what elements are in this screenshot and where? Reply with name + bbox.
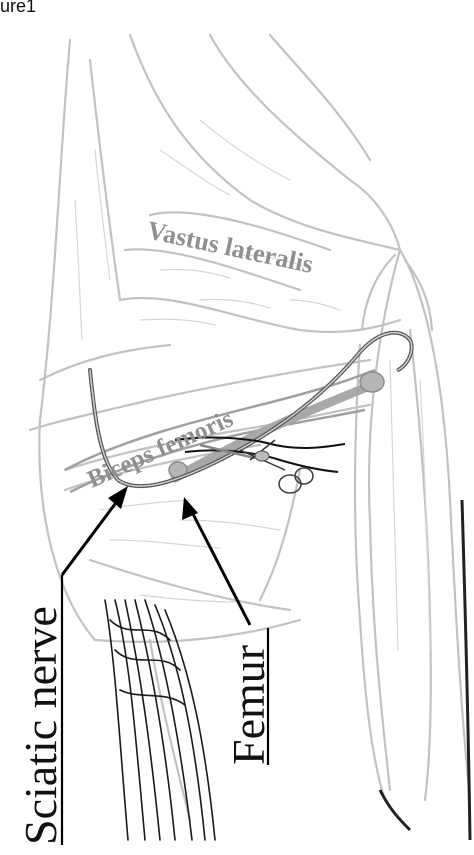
sciatic-nerve-label: Sciatic nerve xyxy=(15,606,66,845)
tendon-bundle xyxy=(105,600,215,840)
sciatic-arrow-head xyxy=(108,486,128,509)
label-arrows xyxy=(62,486,250,625)
right-edge-line xyxy=(462,500,470,840)
lower-right-line xyxy=(380,790,410,830)
femur-label: Femur xyxy=(223,645,274,765)
